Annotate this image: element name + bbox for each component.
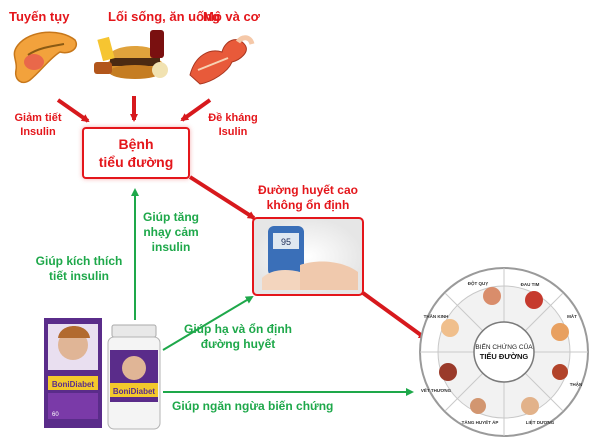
pancreas-effect-label: Giảm tiết Insulin [14,112,62,138]
muscle-effect-label: Đề kháng Isulin [208,112,258,138]
diabetes-line2: tiểu đường [98,154,174,170]
diabetes-line1: Bệnh [118,136,154,152]
wheel-segment-label: MẮT [567,312,577,319]
pancreas-icon [13,31,77,84]
glucose-meter-photo: 95 [252,217,364,296]
benefit-stabilize-label: Giúp hạ và ổn định đường huyết [184,322,292,351]
blood-sugar-label: Đường huyết cao không ổn định [258,183,358,212]
complications-wheel [419,267,589,437]
wheel-center-line2: TIỂU ĐƯỜNG [480,352,529,361]
junk-food-icon [94,30,168,79]
muscle-arm-icon [189,35,255,85]
wheel-segment-label: VẾT THƯƠNG [421,387,452,393]
product-box-brand: BoniDiabet [52,380,95,389]
wheel-center-line1: BIẾN CHỨNG CỦA [475,341,533,351]
arrow-bloodsugar-to-complications [361,291,427,340]
pancreas-title: Tuyến tụy [9,9,70,24]
wheel-segment-label: LIỆT DƯƠNG [526,418,555,425]
benefit-prevent-label: Giúp ngăn ngừa biến chứng [172,399,334,413]
diabetes-box: Bệnh tiểu đường [82,127,190,179]
wheel-segment-label: THẬN [570,381,583,387]
wheel-segment-label: THẦN KINH [424,313,449,319]
arrow-muscle-to-disease [180,98,212,122]
product-box [44,318,102,428]
arrow-pancreas-to-disease [56,98,90,123]
arrow-disease-to-bloodsugar [188,175,256,220]
benefit-secretion-label: Giúp kích thích tiết insulin [35,254,123,283]
wheel-segment-label: TĂNG HUYẾT ÁP [462,419,499,425]
lifestyle-title: Lối sống, ăn uống [108,9,220,24]
arrow-product-to-bloodsugar [162,295,254,351]
benefit-sensitivity-label: Giúp tăng nhạy cảm insulin [143,210,199,254]
wheel-segment-label: ĐỘT QUỴ [468,279,489,286]
product-bottle-brand: BoniDiabet [113,387,156,396]
wheel-segment-label: ĐAU TIM [521,282,540,287]
svg-text:95: 95 [281,237,291,247]
product-bottle [107,324,161,430]
product-count: 60 [52,412,59,418]
muscle-title: Mô và cơ [203,9,260,24]
